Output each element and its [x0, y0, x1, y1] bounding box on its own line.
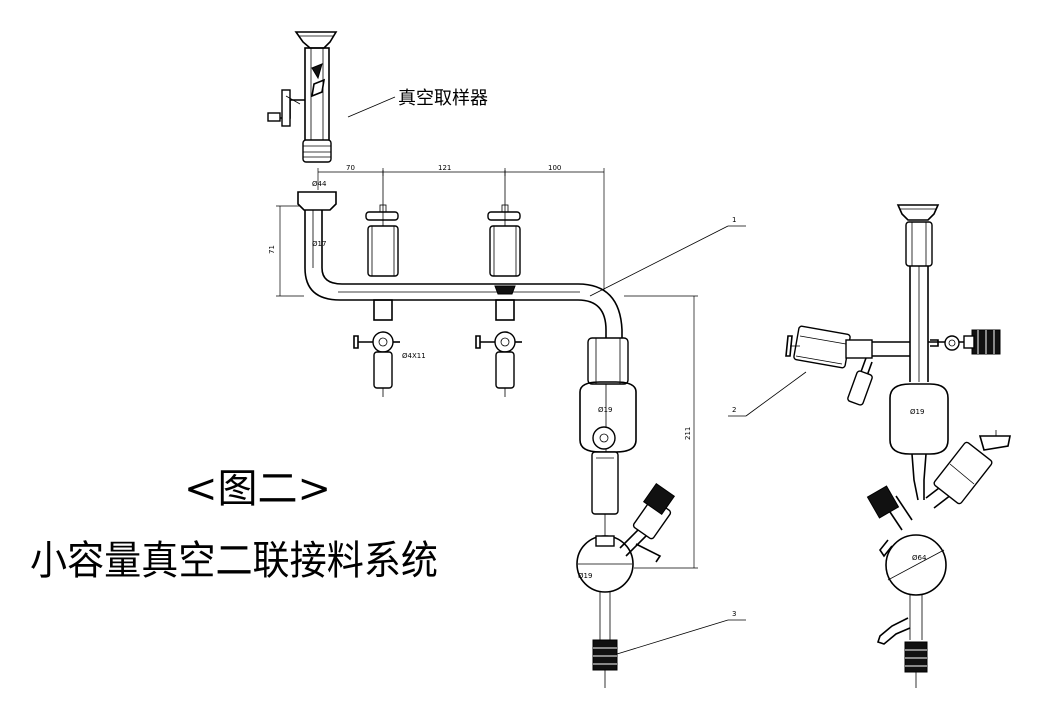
dim-right-flask: Ø64 [912, 554, 927, 562]
dimension-lines: 70 121 100 Ø44 Ø17 71 211 Ø4X11 Ø19 Ø19 [268, 164, 698, 580]
figure-label: <图二> [184, 466, 331, 512]
trap-column [576, 337, 676, 688]
stopcock-2 [475, 170, 522, 397]
callout-1: 1 [589, 216, 746, 297]
stopcock-1 [353, 170, 400, 397]
sampler-callout: 真空取样器 [347, 88, 488, 118]
dim-left-height: 71 [268, 245, 276, 254]
dim-top-3: 100 [548, 164, 561, 172]
callout-2: 2 [728, 371, 807, 417]
dim-flask: Ø19 [578, 572, 592, 580]
callout-3: 3 [616, 610, 746, 655]
drawing-title: 小容量真空二联接料系统 [30, 538, 438, 584]
callout-2-label: 2 [732, 406, 736, 414]
vacuum-sampler [267, 31, 338, 163]
dim-right-height: 211 [684, 427, 692, 440]
dim-right-bulb: Ø19 [910, 408, 924, 416]
dim-stopcock: Ø4X11 [402, 352, 426, 360]
sampler-label: 真空取样器 [398, 88, 488, 109]
dim-bulb: Ø19 [598, 406, 612, 414]
dim-top-2: 121 [438, 164, 451, 172]
callout-3-label: 3 [732, 610, 736, 618]
dim-neck-mid: Ø17 [312, 240, 326, 248]
side-view-assembly: Ø19 Ø64 [785, 204, 1011, 688]
dim-neck-top: Ø44 [312, 180, 327, 188]
manifold-assembly [297, 170, 676, 688]
callout-1-label: 1 [732, 216, 736, 224]
dim-top-1: 70 [346, 164, 355, 172]
